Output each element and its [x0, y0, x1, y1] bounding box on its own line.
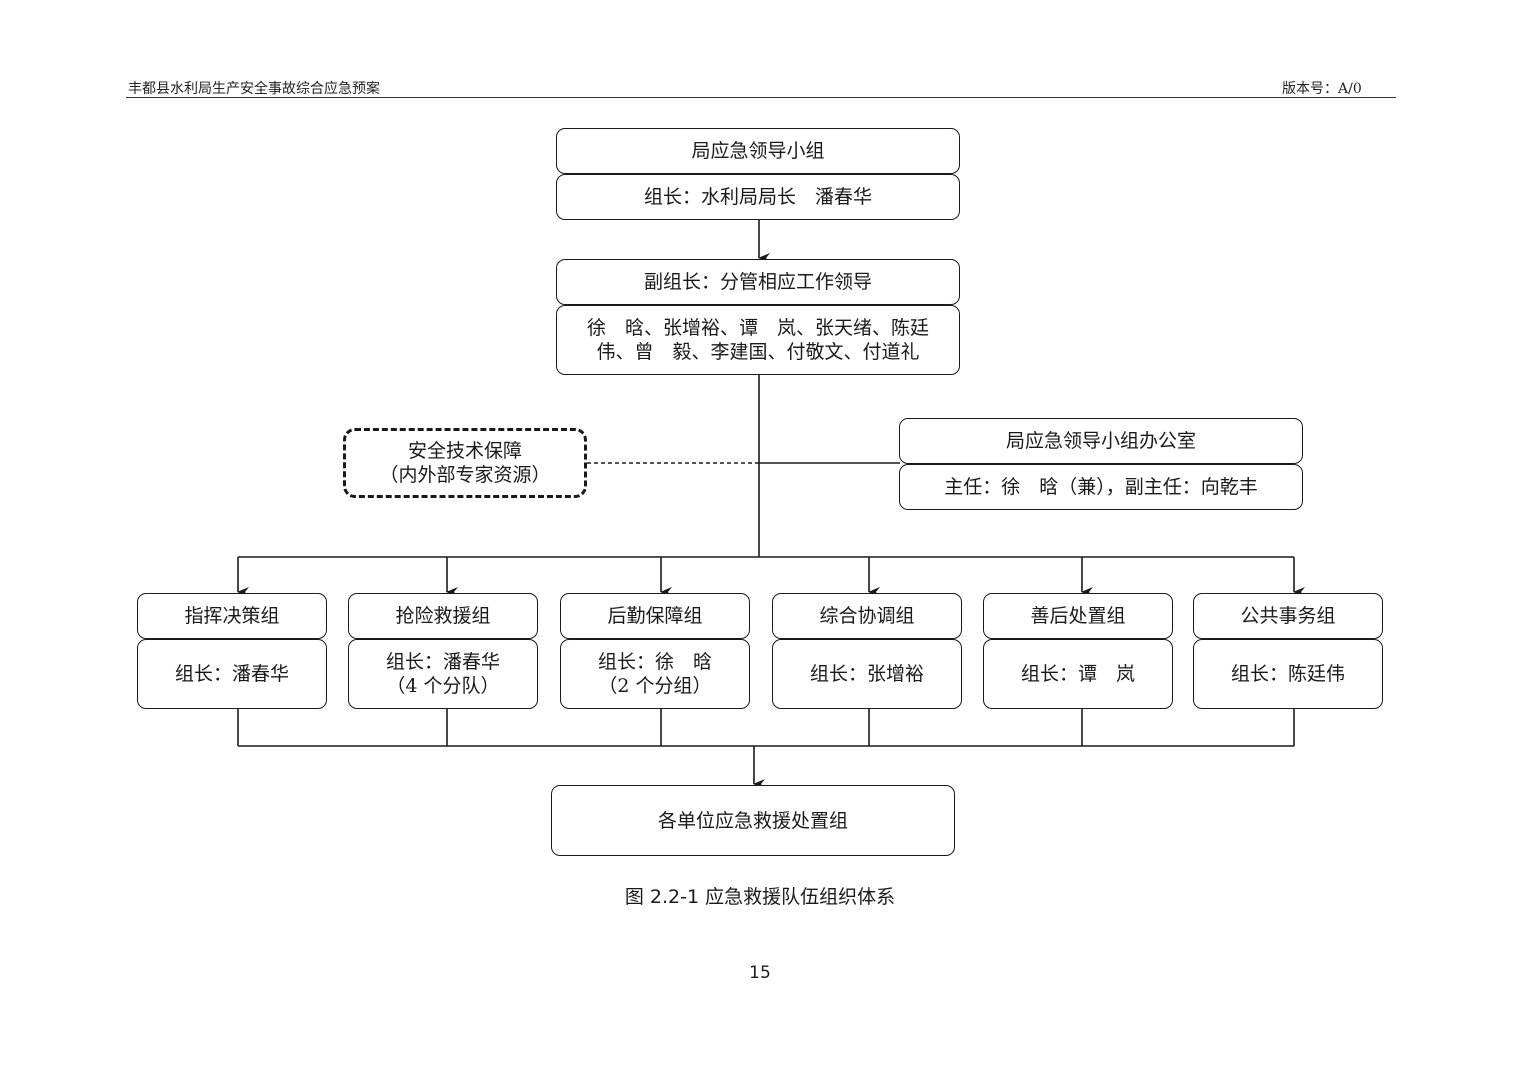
tech-support-box: 安全技术保障 （内外部专家资源）: [343, 428, 587, 498]
group-note: （2 个分组）: [598, 675, 712, 697]
leader-group-leader: 组长：水利局局长 潘春华: [643, 186, 872, 208]
group-name: 公共事务组: [1240, 605, 1336, 627]
group-5-name-box: 善后处置组: [983, 593, 1173, 639]
group-leader: 组长：谭 岚: [1020, 663, 1135, 685]
deputy-names-line1: 徐 晗、张增裕、谭 岚、张天绪、陈廷: [586, 317, 929, 339]
group-name: 指挥决策组: [184, 605, 280, 627]
group-name: 后勤保障组: [607, 605, 703, 627]
group-6-name-box: 公共事务组: [1193, 593, 1383, 639]
group-name: 善后处置组: [1030, 605, 1126, 627]
leader-group-leader-box: 组长：水利局局长 潘春华: [556, 174, 960, 220]
units-label: 各单位应急救援处置组: [657, 809, 848, 832]
deputy-names-box: 徐 晗、张增裕、谭 岚、张天绪、陈廷 伟、曾 毅、李建国、付敬文、付道礼: [556, 305, 960, 375]
tech-support-line2: （内外部专家资源）: [379, 464, 551, 486]
group-leader: 组长：潘春华: [174, 663, 289, 685]
leader-group-title-box: 局应急领导小组: [556, 128, 960, 174]
group-2-leader-box: 组长：潘春华 （4 个分队）: [348, 639, 538, 709]
group-2-name-box: 抢险救援组: [348, 593, 538, 639]
page-number: 15: [749, 963, 771, 983]
document-version: 版本号：A/0: [1282, 81, 1362, 97]
group-5-leader-box: 组长：谭 岚: [983, 639, 1173, 709]
office-members-box: 主任：徐 晗（兼），副主任：向乾丰: [899, 464, 1303, 510]
group-name: 综合协调组: [819, 605, 915, 627]
group-3-leader-box: 组长：徐 晗 （2 个分组）: [560, 639, 750, 709]
group-note: （4 个分队）: [386, 675, 500, 697]
group-4-leader-box: 组长：张增裕: [772, 639, 962, 709]
header-divider: [126, 97, 1396, 98]
figure-caption: 图 2.2-1 应急救援队伍组织体系: [624, 886, 896, 908]
group-leader: 组长：徐 晗: [597, 651, 712, 673]
group-name: 抢险救援组: [395, 605, 491, 627]
group-leader: 组长：潘春华: [385, 651, 500, 673]
units-box: 各单位应急救援处置组: [551, 785, 955, 856]
group-leader: 组长：陈廷伟: [1230, 663, 1345, 685]
group-4-name-box: 综合协调组: [772, 593, 962, 639]
tech-support-line1: 安全技术保障: [407, 440, 522, 462]
document-header-title: 丰都县水利局生产安全事故综合应急预案: [128, 81, 380, 97]
group-leader: 组长：张增裕: [809, 663, 924, 685]
leader-group-title: 局应急领导小组: [691, 140, 825, 162]
deputy-title: 副组长：分管相应工作领导: [643, 271, 872, 293]
group-1-leader-box: 组长：潘春华: [137, 639, 327, 709]
group-3-name-box: 后勤保障组: [560, 593, 750, 639]
deputy-names-line2: 伟、曾 毅、李建国、付敬文、付道礼: [596, 341, 920, 363]
group-6-leader-box: 组长：陈廷伟: [1193, 639, 1383, 709]
office-title: 局应急领导小组办公室: [1005, 430, 1196, 452]
group-1-name-box: 指挥决策组: [137, 593, 327, 639]
office-title-box: 局应急领导小组办公室: [899, 418, 1303, 464]
deputy-title-box: 副组长：分管相应工作领导: [556, 259, 960, 305]
office-members: 主任：徐 晗（兼），副主任：向乾丰: [944, 476, 1258, 498]
